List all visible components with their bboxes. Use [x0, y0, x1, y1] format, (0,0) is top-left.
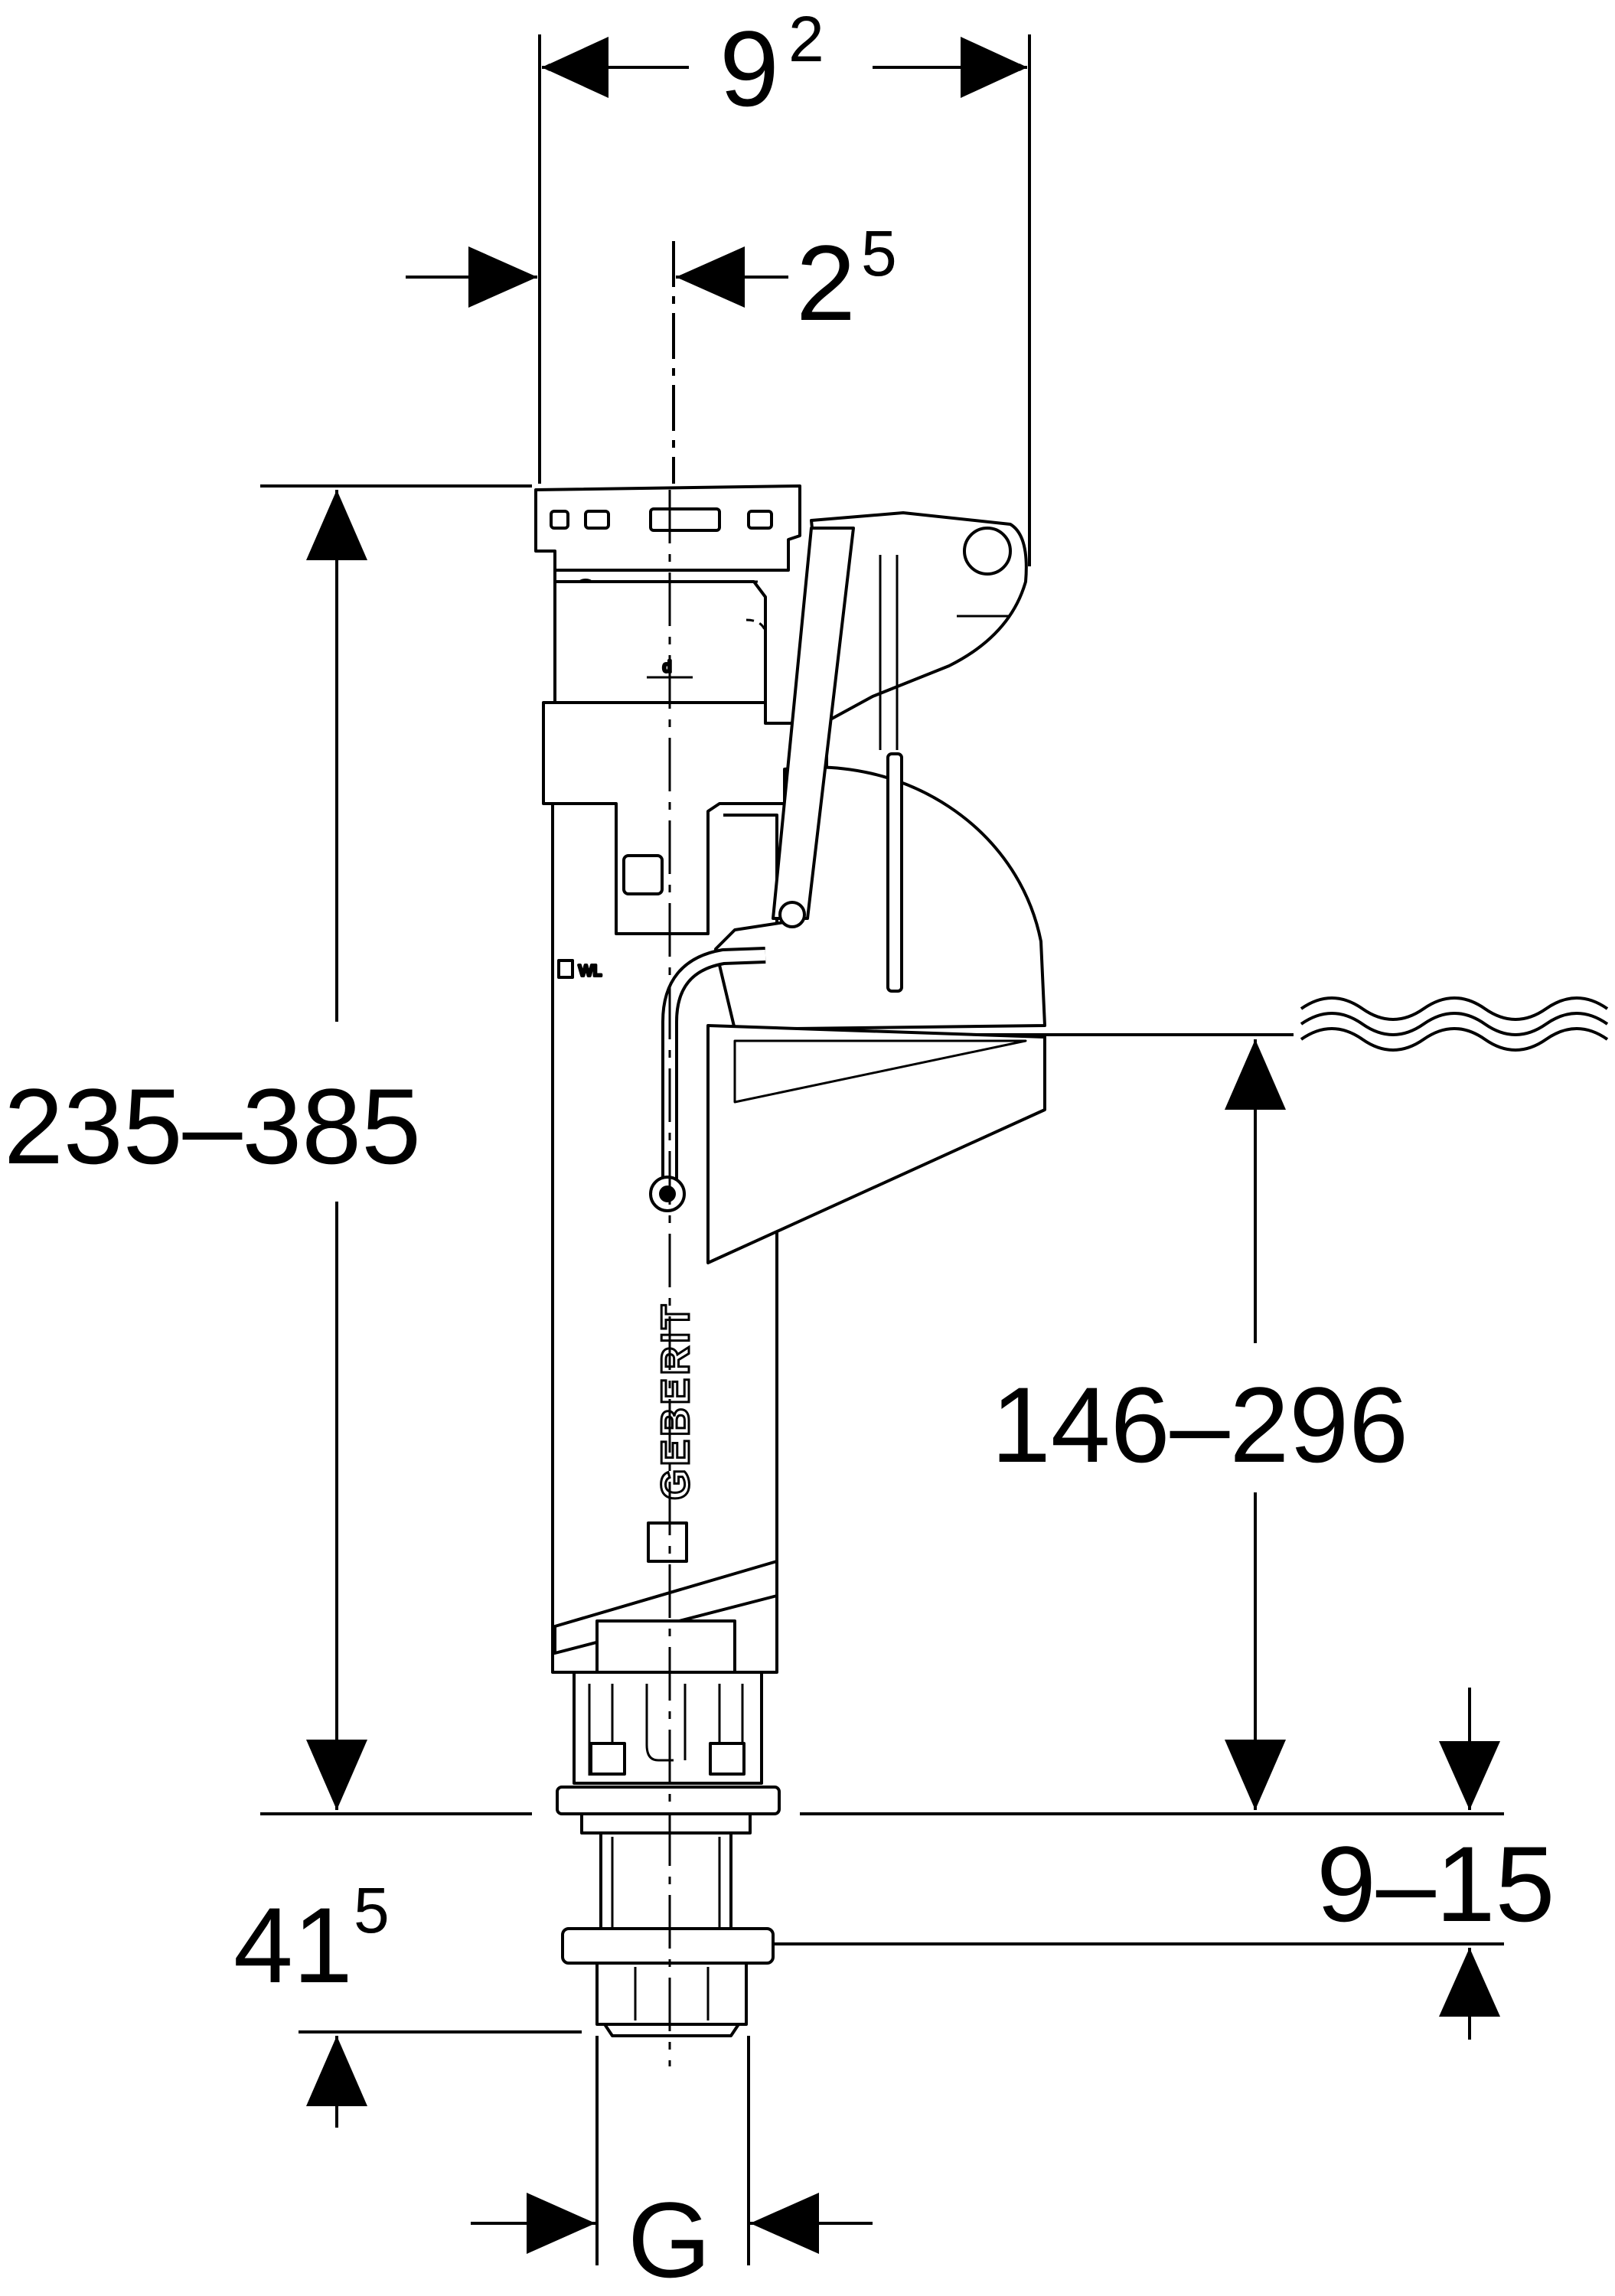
fill-valve-body: d WL — [534, 484, 1046, 2037]
flange-neck — [580, 1812, 752, 1835]
lower-body — [595, 1619, 736, 1674]
float-chamber — [714, 765, 1046, 1031]
dim-width-main-value: 9 — [719, 8, 779, 129]
wl-marker-box — [557, 959, 574, 979]
lock-nut — [561, 1927, 775, 1965]
clip-left — [589, 1742, 626, 1776]
dim-offset-value: 2 — [796, 223, 856, 343]
dim-shank-length — [306, 2036, 367, 2128]
dim-thread — [471, 2193, 873, 2254]
dim-shank-length-sup: 5 — [354, 1874, 390, 1946]
dim-width-main-sup: 2 — [788, 3, 824, 75]
dim-width-main — [542, 37, 1027, 98]
dim-shank-adjust — [1439, 1688, 1500, 2040]
main-cylinder — [551, 804, 778, 1674]
upper-housing — [553, 570, 767, 706]
brand-label: GEBERIT — [654, 1302, 698, 1500]
dim-offset-sup: 5 — [861, 217, 897, 289]
brand-square — [647, 1521, 688, 1563]
body-collar — [542, 701, 828, 935]
dim-thread-value: G — [628, 2180, 711, 2296]
head-slot — [550, 510, 569, 530]
dim-total-height-value: 235–385 — [4, 1066, 421, 1186]
dim-shank-adjust-value: 9–15 — [1316, 1824, 1555, 1944]
float-rod — [886, 752, 903, 993]
clip-right — [709, 1742, 746, 1776]
lever-arm — [772, 527, 855, 920]
lever-knob — [963, 527, 1012, 576]
wl-marker: WL — [579, 963, 602, 980]
dim-water-level-value: 146–296 — [991, 1365, 1408, 1485]
dim-offset — [406, 246, 788, 308]
water-surface-symbol — [1300, 996, 1609, 1052]
threaded-shank — [599, 1831, 732, 1945]
dim-shank-length-value: 41 — [233, 1885, 353, 2005]
mounting-flange — [556, 1786, 781, 1815]
float-cup — [706, 1024, 1046, 1264]
dim-total-height — [306, 490, 367, 1810]
shank-tip — [603, 2023, 740, 2037]
dim-water-level — [1225, 1039, 1286, 1810]
shank-end — [595, 1962, 748, 2026]
body-window — [622, 854, 664, 895]
